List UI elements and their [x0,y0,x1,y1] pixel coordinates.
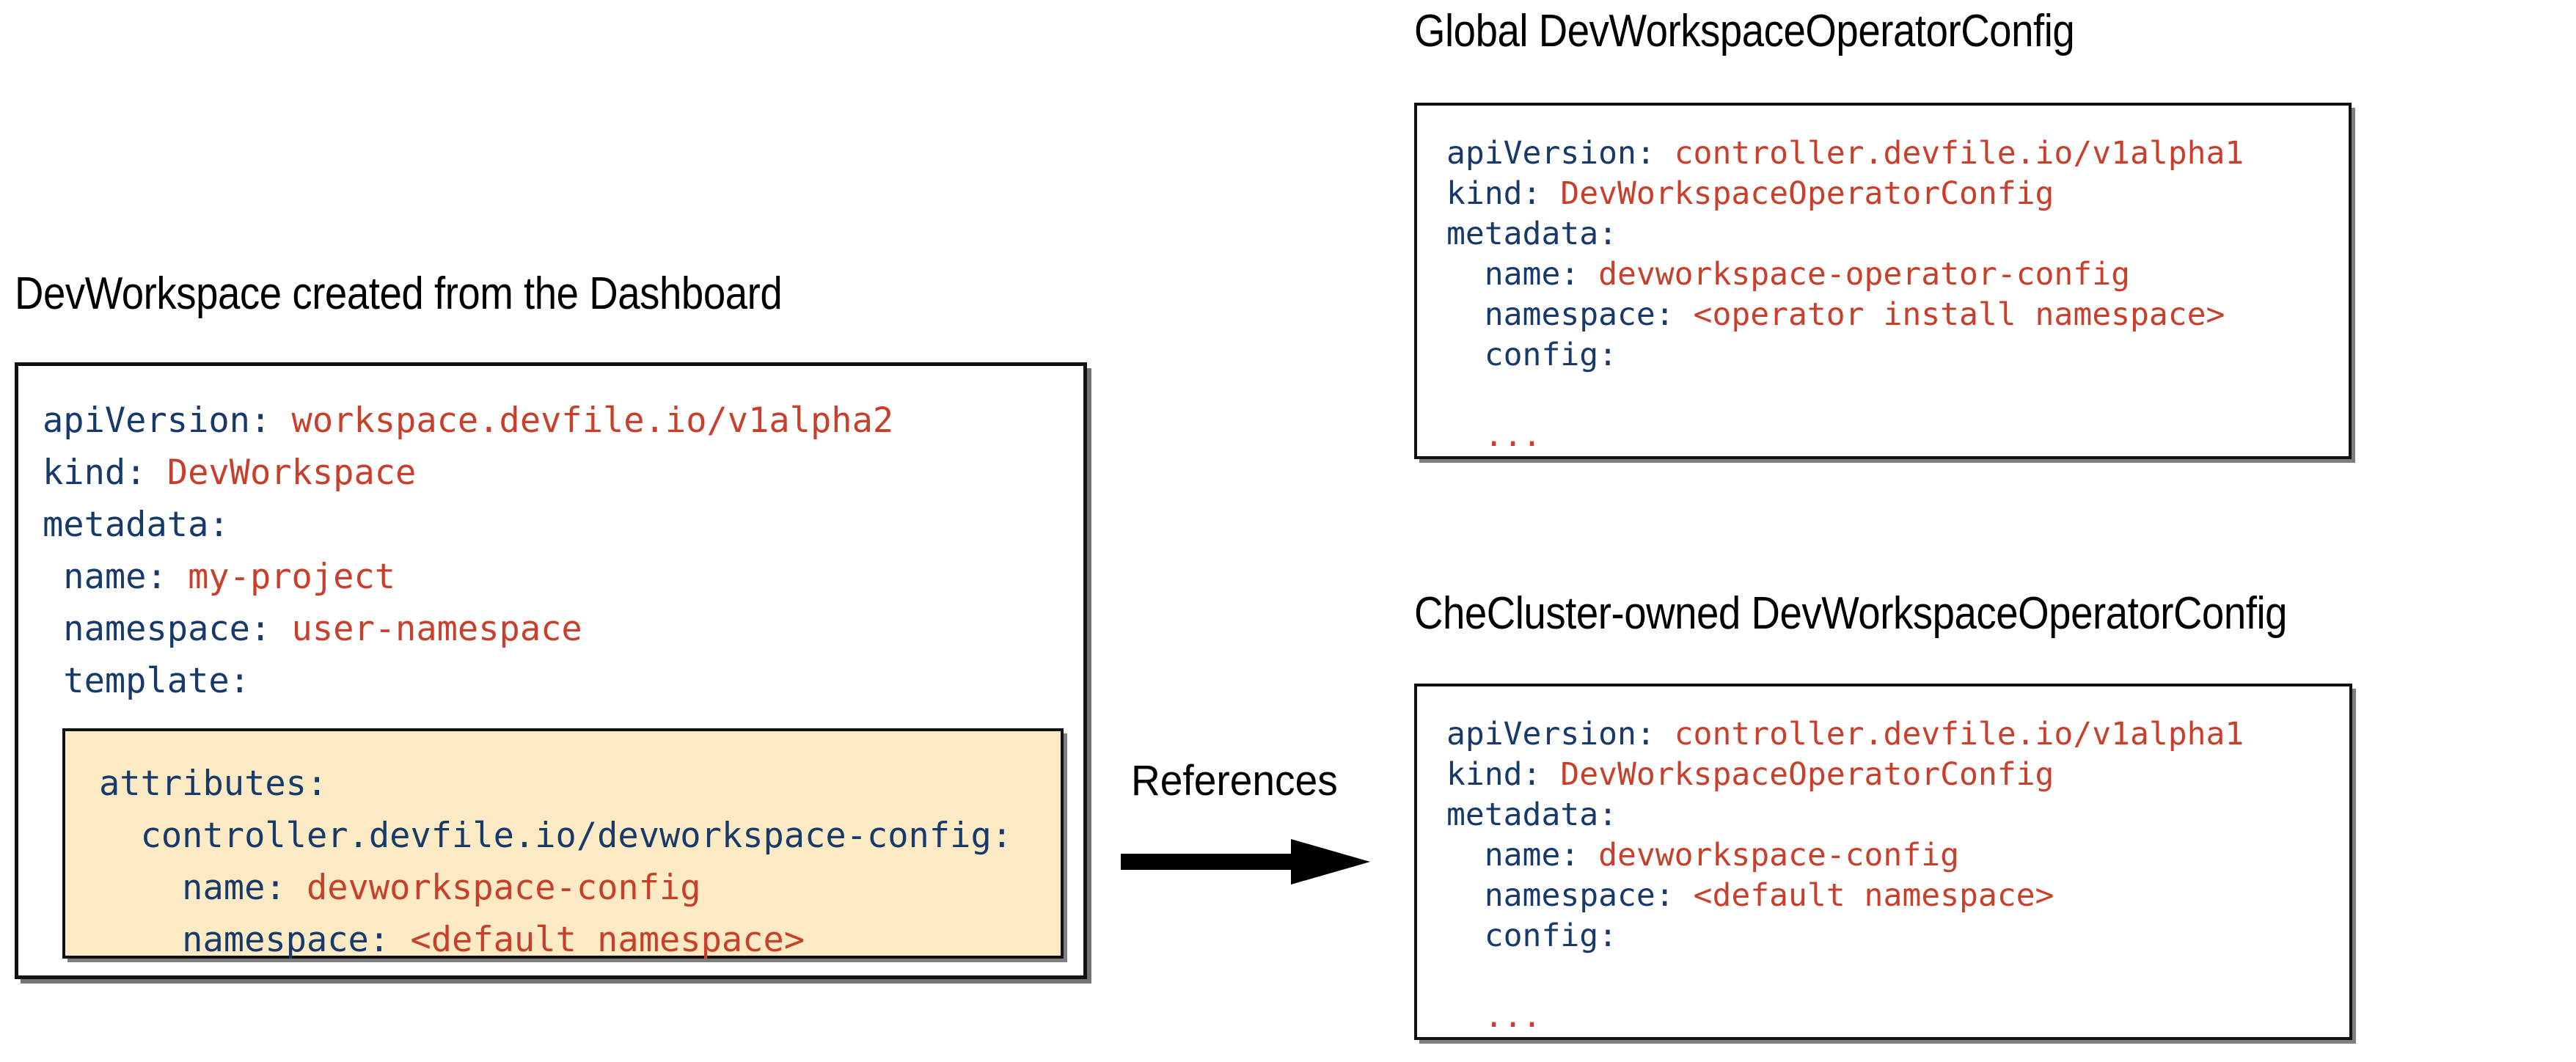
yaml-line: name: my-project [43,551,893,603]
yaml-line: name: devworkspace-config [1446,835,2244,876]
global-dwoc-yaml: apiVersion: controller.devfile.io/v1alph… [1446,133,2244,456]
yaml-key: metadata: [1446,796,1617,833]
yaml-key: template: [43,661,250,701]
yaml-line: metadata: [43,499,893,551]
yaml-line [1446,956,2244,997]
yaml-value: user-namespace [271,609,582,649]
global-dwoc-title: Global DevWorkspaceOperatorConfig [1414,6,2075,56]
yaml-key: controller.devfile.io/devworkspace-confi… [99,816,1013,856]
yaml-key: config: [1446,337,1617,373]
yaml-line: namespace: <default namespace> [1446,876,2244,916]
global-dwoc-code-box [1414,103,2352,459]
yaml-line: kind: DevWorkspace [43,447,893,499]
yaml-line: metadata: [1446,214,2244,254]
yaml-value: devworkspace-config [1579,837,1959,874]
yaml-key: namespace: [1446,877,1675,914]
yaml-line: config: [1446,916,2244,956]
yaml-key: attributes: [99,763,328,804]
yaml-value: controller.devfile.io/v1alpha1 [1655,716,2244,752]
yaml-line: apiVersion: controller.devfile.io/v1alph… [1446,133,2244,174]
yaml-line: ... [1446,416,2244,456]
yaml-line: namespace: user-namespace [43,603,893,655]
yaml-value: devworkspace-config [285,868,701,908]
left-panel-title: DevWorkspace created from the Dashboard [15,268,783,319]
yaml-line: ... [1446,997,2244,1037]
checluster-dwoc-title: CheCluster-owned DevWorkspaceOperatorCon… [1414,588,2288,639]
devworkspace-config-attribute-highlight [62,728,1064,959]
yaml-key: apiVersion: [1446,135,1655,172]
yaml-key [1446,998,1485,1035]
yaml-value: devworkspace-operator-config [1579,256,2130,293]
yaml-line: kind: DevWorkspaceOperatorConfig [1446,174,2244,214]
yaml-key: config: [1446,918,1617,954]
yaml-value: DevWorkspace [146,453,417,493]
checluster-dwoc-yaml: apiVersion: controller.devfile.io/v1alph… [1446,714,2244,1037]
yaml-key: namespace: [99,920,390,960]
yaml-key: kind: [1446,756,1542,793]
devworkspace-yaml: apiVersion: workspace.devfile.io/v1alpha… [43,395,893,707]
yaml-line: metadata: [1446,795,2244,835]
arrow-right-icon [1121,839,1370,885]
yaml-value: controller.devfile.io/v1alpha1 [1655,135,2244,172]
yaml-key: name: [1446,837,1580,874]
yaml-key: name: [43,557,167,597]
yaml-value: ... [1484,417,1542,454]
yaml-line: controller.devfile.io/devworkspace-confi… [99,810,1012,862]
yaml-key: metadata: [1446,216,1617,252]
yaml-value: DevWorkspaceOperatorConfig [1541,756,2054,793]
yaml-line: namespace: <default namespace> [99,914,1012,966]
yaml-value: <default namespace> [1674,877,2054,914]
yaml-line: kind: DevWorkspaceOperatorConfig [1446,755,2244,795]
yaml-value: DevWorkspaceOperatorConfig [1541,175,2054,212]
yaml-line: attributes: [99,758,1012,810]
yaml-key: apiVersion: [1446,716,1655,752]
yaml-value: my-project [167,557,396,597]
yaml-value: workspace.devfile.io/v1alpha2 [271,400,894,441]
yaml-line [1446,376,2244,416]
checluster-dwoc-code-box [1414,684,2352,1040]
yaml-line: template: [43,655,893,707]
yaml-value: ... [1484,998,1542,1035]
yaml-line: config: [1446,335,2244,376]
yaml-value: <default namespace> [389,920,805,960]
yaml-key: namespace: [1446,296,1675,333]
references-label: References [1131,757,1338,805]
yaml-line: apiVersion: controller.devfile.io/v1alph… [1446,714,2244,755]
yaml-line: apiVersion: workspace.devfile.io/v1alpha… [43,395,893,447]
yaml-key: name: [99,868,286,908]
yaml-key: metadata: [43,505,230,545]
devworkspace-config-attribute-yaml: attributes: controller.devfile.io/devwor… [99,758,1012,966]
yaml-key [1446,417,1485,454]
yaml-key: namespace: [43,609,271,649]
yaml-key: name: [1446,256,1580,293]
yaml-key: apiVersion: [43,400,271,441]
yaml-key: kind: [43,453,147,493]
yaml-value: <operator install namespace> [1674,296,2225,333]
yaml-line: name: devworkspace-operator-config [1446,254,2244,295]
yaml-line: namespace: <operator install namespace> [1446,295,2244,335]
yaml-line: name: devworkspace-config [99,862,1012,914]
yaml-key: kind: [1446,175,1542,212]
